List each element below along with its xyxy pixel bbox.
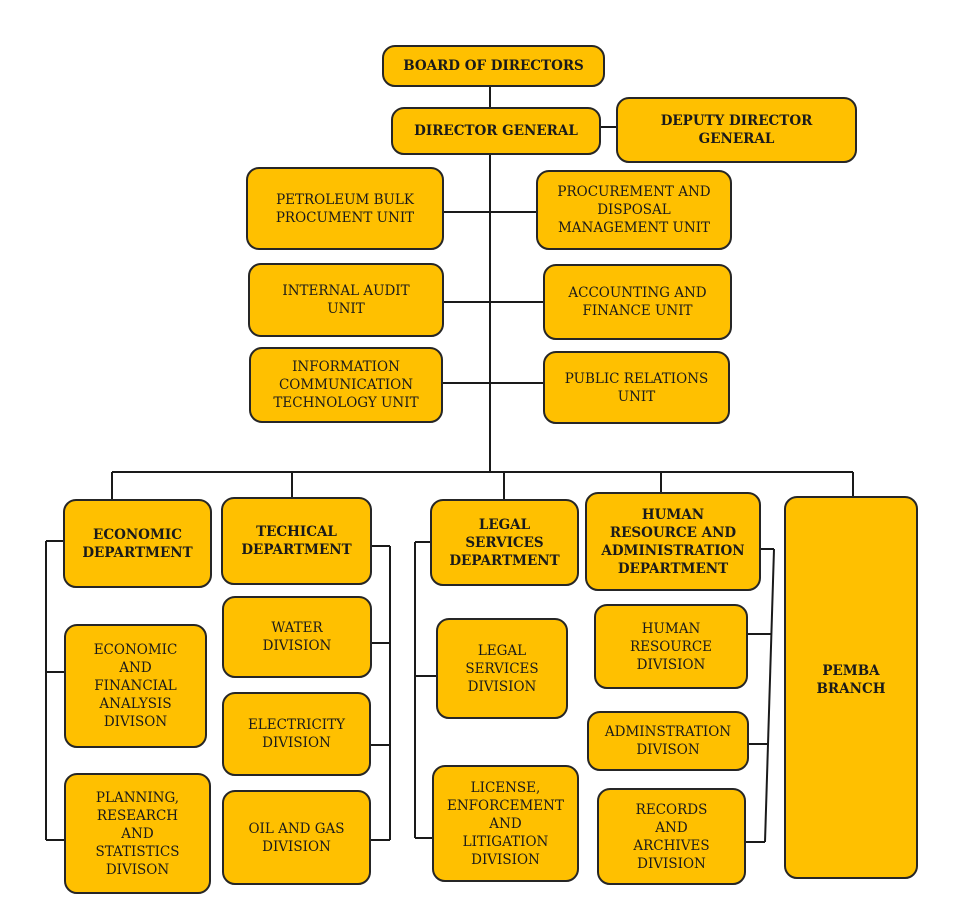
box-text-line: BRANCH <box>816 681 886 697</box>
box-text-line: ECONOMIC <box>93 526 182 543</box>
box-text-line: FINANCE UNIT <box>582 303 693 319</box>
box-text-line: ACCOUNTING AND <box>568 285 707 301</box>
box-text-line: RESOURCE <box>629 638 713 655</box>
box-text-line: OIL AND GAS <box>248 820 345 837</box>
box-text-line: DIVISION <box>471 851 540 868</box>
procurement-disposal-unit-box: PROCUREMENT AND DISPOSAL MANAGEMENT UNIT <box>536 170 732 250</box>
box-text-line: LEGAL <box>477 642 527 659</box>
economic-financial-analysis-division-box: ECONOMIC AND FINANCIAL ANALYSIS DIVISON <box>64 624 207 748</box>
ict-unit-box: INFORMATION COMMUNICATION TECHNOLOGY UNIT <box>249 347 443 423</box>
electricity-division-box: ELECTRICITY DIVISION <box>222 692 371 776</box>
box-text-line: PUBLIC RELATIONS <box>564 370 709 387</box>
box-text-line: DEPARTMENT <box>82 544 193 561</box>
box-text-line: SERVICES <box>465 660 539 677</box>
box-text-line: DIVISION <box>467 678 537 695</box>
box-text-line: PETROLEUM BULK <box>276 191 414 208</box>
box-text-line: MANAGEMENT UNIT <box>557 220 711 236</box>
box-text-line: AND <box>655 819 688 836</box>
box-text-line: ANALYSIS <box>99 696 172 712</box>
box-text-line: PROCUMENT UNIT <box>275 209 415 226</box>
box-text-line: SERVICES <box>465 534 544 551</box>
box-text-line: INTERNAL AUDIT <box>282 283 410 299</box>
accounting-finance-unit-box: ACCOUNTING AND FINANCE UNIT <box>543 264 732 340</box>
technical-department-box: TECHICAL DEPARTMENT <box>221 497 372 585</box>
box-text-line: UNIT <box>617 388 656 405</box>
connector-hr-bracket <box>764 548 775 843</box>
box-text-line: STATISTICS <box>95 843 180 860</box>
pemba-branch-box: PEMBA BRANCH <box>784 496 918 879</box>
box-text-line: DIVISION <box>262 735 331 751</box>
box-text-line: HUMAN <box>641 620 701 637</box>
box-text-line: DIRECTOR GENERAL <box>414 123 578 139</box>
box-text-line: RESEARCH <box>96 807 179 824</box>
box-text-line: GENERAL <box>698 131 775 147</box>
box-text-line: HUMAN <box>641 506 705 523</box>
director-general-box: DIRECTOR GENERAL <box>391 107 601 155</box>
box-text-line: ADMINISTRATION <box>601 542 745 559</box>
box-text-line: TECHNOLOGY UNIT <box>273 395 419 411</box>
box-text-line: WATER <box>271 620 323 636</box>
box-text-line: PROCUREMENT AND <box>557 184 711 200</box>
box-text-line: DISPOSAL <box>597 202 671 218</box>
box-text-line: PEMBA <box>822 663 880 679</box>
box-text-line: RESOURCE AND <box>609 524 737 541</box>
box-text-line: LICENSE, <box>470 779 541 796</box>
box-text-line: AND <box>489 815 522 832</box>
box-text-line: LEGAL <box>478 516 531 533</box>
box-text-line: TECHICAL <box>256 524 337 540</box>
box-text-line: ECONOMIC <box>93 642 178 658</box>
box-text-line: INFORMATION <box>292 359 400 375</box>
internal-audit-unit-box: INTERNAL AUDIT UNIT <box>248 263 444 337</box>
box-text-line: DIVISON <box>105 861 170 878</box>
box-text-line: AND <box>119 660 152 676</box>
water-division-box: WATER DIVISION <box>222 596 372 678</box>
deputy-director-general-box: DEPUTY DIRECTOR GENERAL <box>616 97 857 163</box>
box-text-line: ARCHIVES <box>633 837 710 854</box>
box-text-line: DIVISION <box>262 838 331 855</box>
box-text-line: RECORDS <box>635 801 708 818</box>
box-text-line: DIVISON <box>103 714 168 730</box>
box-text-line: DIVISION <box>262 638 332 654</box>
box-text-line: COMMUNICATION <box>278 377 414 393</box>
box-text-line: UNIT <box>327 301 365 317</box>
box-text-line: AND <box>121 825 154 842</box>
box-text-line: DEPARTMENT <box>241 542 352 558</box>
box-text-line: DIVISION <box>637 855 706 872</box>
box-text-line: FINANCIAL <box>94 678 177 694</box>
box-text-line: DEPARTMENT <box>617 560 729 577</box>
box-text-line: DIVISION <box>636 656 706 673</box>
box-text-line: DIVISON <box>636 742 700 758</box>
box-text-line: LITIGATION <box>462 833 549 850</box>
box-text-line: DEPUTY DIRECTOR <box>660 113 813 129</box>
box-text-line: ADMINSTRATION <box>604 724 732 740</box>
box-text-line: BOARD OF DIRECTORS <box>403 58 584 74</box>
board-of-directors-box: BOARD OF DIRECTORS <box>382 45 605 87</box>
box-text-line: ENFORCEMENT <box>447 797 564 814</box>
box-text-line: PLANNING, <box>95 789 180 806</box>
box-text-line: DEPARTMENT <box>449 552 560 569</box>
administration-division-box: ADMINSTRATION DIVISON <box>587 711 749 771</box>
box-text-line: ELECTRICITY <box>247 717 346 733</box>
